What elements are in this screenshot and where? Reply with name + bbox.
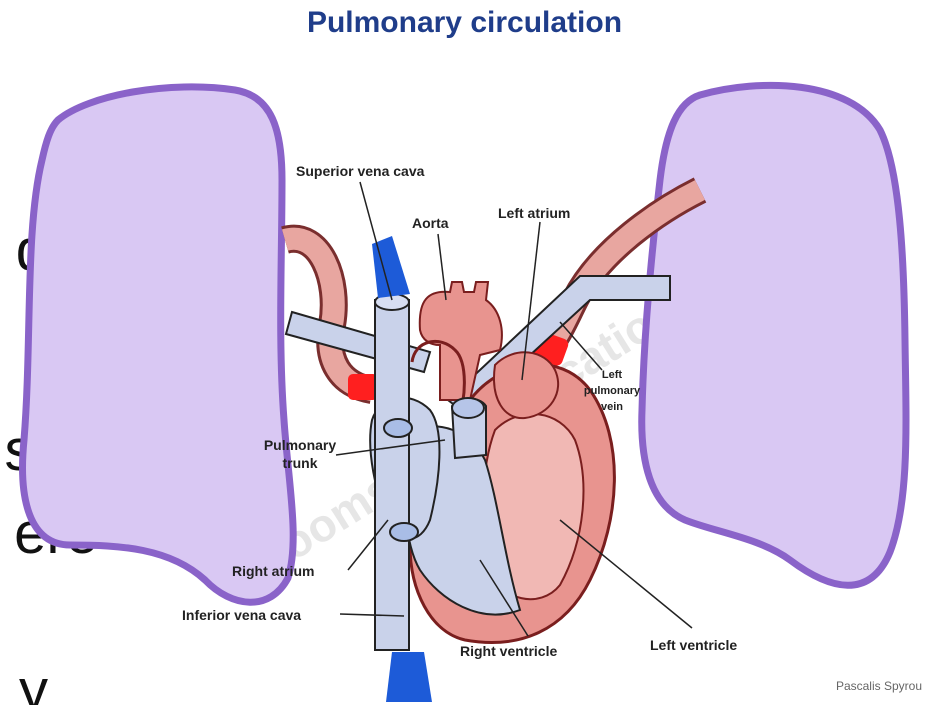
label-left-ventricle: Left ventricle (650, 637, 737, 653)
vena-cava (375, 300, 409, 650)
right-atrium-opening (384, 419, 412, 437)
left-lung (642, 85, 906, 585)
label-right-ventricle: Right ventricle (460, 643, 557, 659)
label-left-atrium: Left atrium (498, 205, 570, 221)
right-lung (23, 87, 294, 602)
label-left-pulmonary-vein-line2: pulmonary (584, 385, 641, 397)
label-pulmonary-trunk-line1: Pulmonary (264, 437, 337, 453)
image-credit: Pascalis Spyrou (836, 679, 922, 693)
label-superior-vena-cava: Superior vena cava (296, 163, 425, 179)
label-aorta: Aorta (412, 215, 449, 231)
label-right-atrium: Right atrium (232, 563, 314, 579)
left-atrium (494, 352, 558, 418)
inferior-blue-flow (386, 652, 432, 702)
label-inferior-vena-cava: Inferior vena cava (182, 607, 301, 623)
inferior-vena-cava-opening (390, 523, 418, 541)
label-pulmonary-trunk-line2: trunk (283, 455, 318, 471)
label-left-pulmonary-vein-line1: Left (602, 369, 623, 381)
label-left-pulmonary-vein-line3: vein (601, 401, 623, 413)
pulmonary-trunk-opening (452, 398, 484, 418)
right-pulmonary-vein-red-flow (348, 374, 378, 400)
